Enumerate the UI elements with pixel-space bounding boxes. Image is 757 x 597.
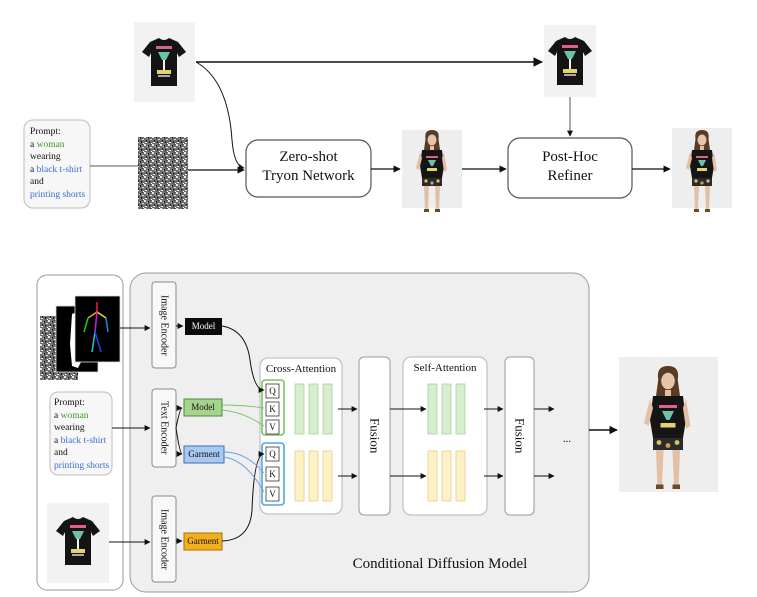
prompt-keyword-tshirt: black t-shirt bbox=[36, 164, 83, 175]
prompt-word: a bbox=[30, 139, 35, 150]
tryon-network-label: Zero-shot Tryon Network bbox=[246, 148, 371, 186]
refiner-line-2: Refiner bbox=[547, 168, 593, 184]
top-pipeline bbox=[23, 22, 732, 212]
prompt-word: and bbox=[30, 177, 44, 187]
self-attention-bars-yellow bbox=[427, 450, 466, 502]
garment-tag-orange bbox=[183, 532, 223, 551]
fusion-2-label: Fusion bbox=[512, 418, 528, 454]
garment-tag-blue-label: Garment bbox=[188, 449, 220, 459]
prompt-word: wearing bbox=[30, 152, 61, 162]
post-hoc-refiner-box bbox=[507, 137, 633, 199]
image-encoder-bottom-box bbox=[151, 495, 177, 583]
model-tag-black bbox=[185, 318, 222, 335]
model-tag-black-label: Model bbox=[191, 321, 216, 331]
self-attention-label: Self-Attention bbox=[413, 362, 477, 374]
refiner-line-1: Post-Hoc bbox=[542, 149, 598, 165]
tryon-line-2: Tryon Network bbox=[262, 168, 355, 184]
k-label: K bbox=[269, 469, 276, 479]
prompt-word: a bbox=[30, 164, 35, 175]
prompt-keyword-tshirt: black t-shirt bbox=[60, 435, 107, 446]
model-tag-green-label: Model bbox=[191, 402, 215, 412]
prompt-text-bottom: Prompt: a woman wearing a black t-shirt … bbox=[54, 397, 114, 472]
qkv-cells bbox=[265, 383, 280, 502]
prompt-word: a bbox=[54, 435, 59, 446]
text-encoder-label: Text Encoder bbox=[158, 401, 170, 455]
prompt-keyword-woman: woman bbox=[60, 410, 89, 421]
qkv-group-blue bbox=[261, 442, 285, 506]
tryon-line-1: Zero-shot bbox=[279, 149, 338, 165]
prompt-title: Prompt: bbox=[30, 127, 61, 137]
fusion-box-2 bbox=[504, 356, 535, 516]
prompt-keyword-woman: woman bbox=[36, 139, 65, 150]
pose-skeleton bbox=[83, 302, 109, 353]
refiner-label: Post-Hoc Refiner bbox=[508, 148, 632, 186]
conditional-diffusion-model-title: Conditional Diffusion Model bbox=[352, 556, 528, 572]
fusion-box-1 bbox=[358, 356, 391, 516]
garment-tag-blue bbox=[183, 445, 225, 464]
self-attention-bars-green bbox=[427, 383, 466, 435]
garment-tag-orange-label: Garment bbox=[187, 536, 219, 546]
prompt-box-top bbox=[23, 119, 91, 209]
colored-connectors bbox=[221, 404, 265, 493]
bottom-pipeline bbox=[36, 272, 718, 593]
prompt-word: and bbox=[54, 448, 68, 458]
v-label: V bbox=[269, 489, 276, 499]
prompt-box-bottom bbox=[49, 391, 113, 476]
k-label: K bbox=[269, 404, 276, 414]
prompt-word: a bbox=[54, 410, 59, 421]
image-encoder-top-label: Image Encoder bbox=[158, 294, 170, 356]
connectors bbox=[109, 323, 618, 545]
prompt-keyword-shorts: printing shorts bbox=[54, 460, 110, 471]
v-label: V bbox=[269, 422, 276, 432]
arrow bbox=[195, 61, 245, 170]
image-encoder-bottom-label: Image Encoder bbox=[158, 508, 170, 570]
ellipsis-label: ... bbox=[562, 433, 572, 445]
cross-attention-bars-green bbox=[294, 383, 333, 435]
q-label: Q bbox=[269, 386, 276, 396]
cross-attention-bars-yellow bbox=[294, 450, 333, 502]
noise-image-top bbox=[138, 137, 188, 209]
prompt-text-top: Prompt: a woman wearing a black t-shirt … bbox=[30, 126, 92, 201]
cross-attention-box bbox=[259, 357, 343, 515]
q-label: Q bbox=[269, 449, 276, 459]
prompt-title: Prompt: bbox=[54, 398, 85, 408]
prompt-word: wearing bbox=[54, 423, 85, 433]
cross-attention-label: Cross-Attention bbox=[265, 363, 337, 375]
prompt-keyword-shorts: printing shorts bbox=[30, 189, 86, 200]
fusion-1-label: Fusion bbox=[367, 418, 383, 454]
image-encoder-top-box bbox=[151, 281, 177, 369]
model-tag-green bbox=[183, 398, 223, 417]
